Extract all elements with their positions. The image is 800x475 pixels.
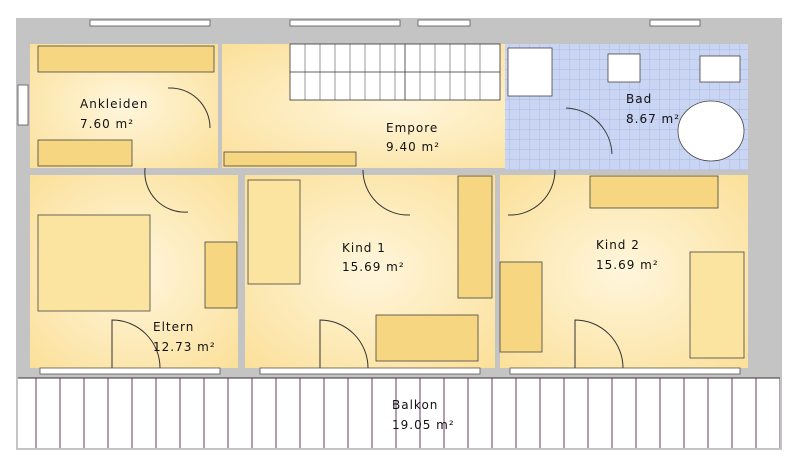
room-name-empore: Empore (386, 121, 439, 135)
room-name-kind2: Kind 2 (596, 238, 640, 252)
room-area-kind2: 15.69 m² (596, 258, 659, 272)
room-area-empore: 9.40 m² (386, 140, 441, 154)
bath-fixtures (507, 47, 745, 162)
staircase (289, 43, 501, 101)
room-name-balkon: Balkon (392, 398, 439, 412)
wardrobes (37, 45, 719, 309)
room-area-eltern: 12.73 m² (153, 340, 216, 354)
room-name-bad: Bad (626, 92, 653, 106)
windows (17, 19, 741, 375)
desks (375, 261, 543, 362)
room-name-eltern: Eltern (153, 320, 195, 334)
room-area-bad: 8.67 m² (626, 112, 681, 126)
balcony (18, 378, 780, 448)
room-area-ankleiden: 7.60 m² (80, 117, 135, 131)
beds (37, 179, 745, 359)
doors (111, 87, 624, 369)
room-name-ankleiden: Ankleiden (80, 97, 149, 111)
room-name-kind1: Kind 1 (342, 241, 386, 255)
room-area-balkon: 19.05 m² (392, 418, 455, 432)
room-area-kind1: 15.69 m² (342, 260, 405, 274)
